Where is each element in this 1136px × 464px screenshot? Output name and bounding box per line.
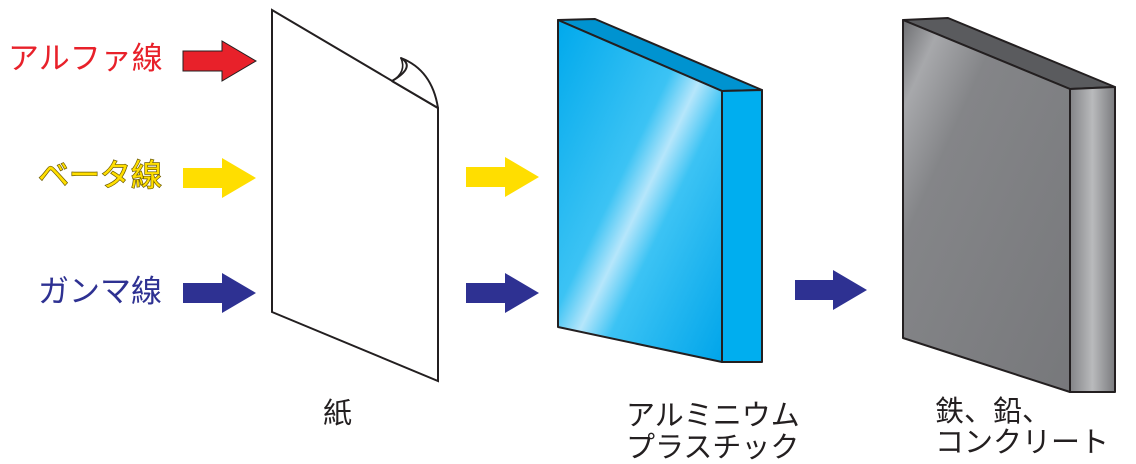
iron-block xyxy=(902,17,1116,393)
beta-ray-label: ベータ線 xyxy=(37,157,162,194)
alpha-ray-label: アルファ線 xyxy=(8,41,163,77)
paper-sheet xyxy=(271,8,439,383)
paper-label: 紙 xyxy=(323,396,353,430)
concrete-label-line2: コンクリート xyxy=(935,425,1110,459)
gamma-arrow-through-paper xyxy=(466,273,539,313)
iron-lead-label-line1: 鉄、鉛、 xyxy=(935,394,1052,428)
plastic-label-line2: プラスチック xyxy=(626,430,800,464)
aluminum-plate xyxy=(557,18,763,363)
beta-arrow-through-paper xyxy=(466,157,539,197)
gamma-arrow-through-aluminum xyxy=(795,270,867,310)
gamma-arrow-in xyxy=(183,273,256,313)
gamma-ray-label: ガンマ線 xyxy=(38,274,162,310)
beta-arrow-in xyxy=(183,158,256,198)
aluminum-label-line1: アルミニウム xyxy=(626,398,800,432)
alpha-arrow-in xyxy=(182,40,257,82)
